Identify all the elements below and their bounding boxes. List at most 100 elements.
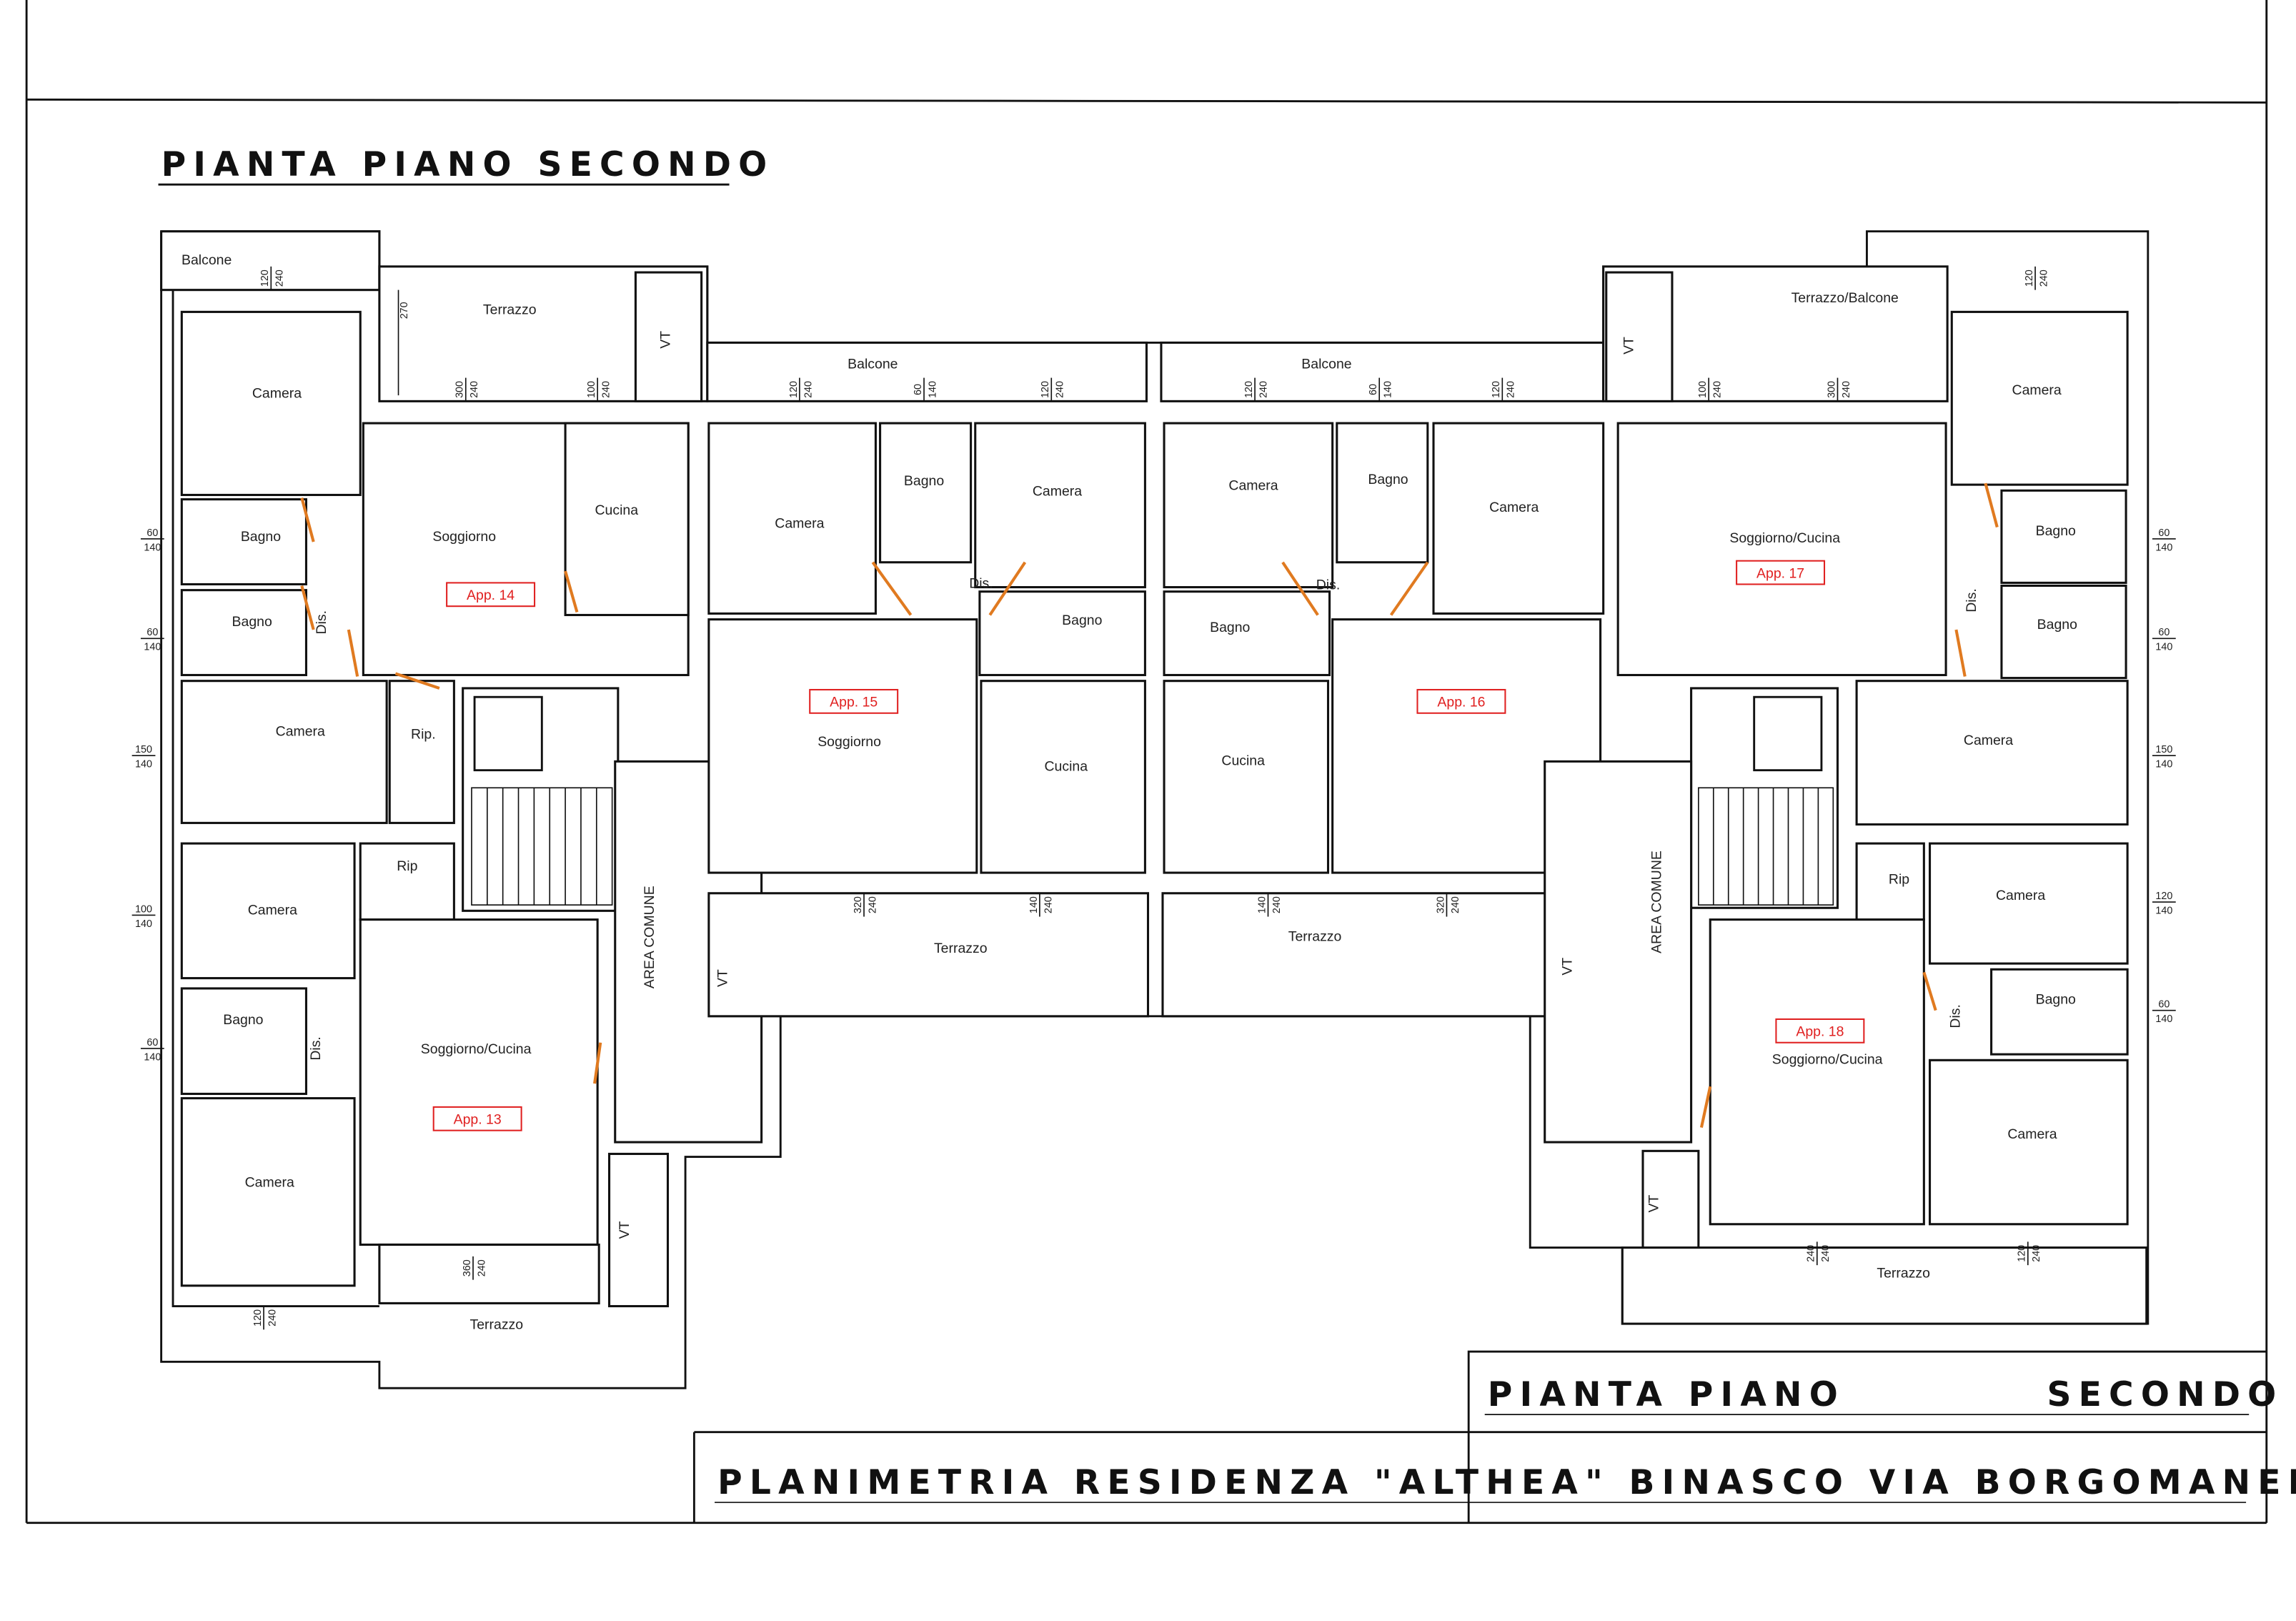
door-icon bbox=[564, 570, 579, 613]
sheet-frame bbox=[25, 0, 2268, 1525]
door-icon bbox=[1281, 561, 1319, 616]
room-label: Cucina bbox=[595, 502, 639, 518]
window-width: 120 bbox=[252, 1309, 264, 1327]
window-width: 60 bbox=[146, 527, 158, 539]
room-outline bbox=[608, 1152, 670, 1308]
room-label: Rip. bbox=[411, 727, 436, 743]
window-width: 140 bbox=[1028, 896, 1040, 913]
door-icon bbox=[394, 672, 440, 690]
room-label: Camera bbox=[2012, 382, 2062, 398]
room-label: Camera bbox=[2007, 1126, 2057, 1142]
door-icon bbox=[300, 497, 315, 542]
apartment-number: App. 14 bbox=[467, 588, 515, 603]
room-label: Camera bbox=[1996, 888, 2045, 903]
room-label: VT bbox=[617, 1221, 632, 1239]
room-outline bbox=[564, 422, 690, 617]
apartment-tag[interactable]: App. 14 bbox=[446, 582, 536, 608]
room-outline bbox=[1163, 422, 1334, 589]
apartment-tag[interactable]: App. 13 bbox=[432, 1106, 522, 1131]
elevator-icon bbox=[473, 695, 543, 772]
window-width: 60 bbox=[2158, 527, 2170, 539]
window-height: 240 bbox=[476, 1259, 487, 1277]
room-label: VT bbox=[1621, 337, 1637, 355]
room-outline bbox=[1163, 590, 1331, 677]
room-label: VT bbox=[1646, 1195, 1662, 1213]
window-width: 100 bbox=[1697, 381, 1709, 398]
window-height: 240 bbox=[1712, 381, 1724, 398]
window-height: 240 bbox=[1055, 381, 1066, 398]
window-width: 150 bbox=[2155, 744, 2172, 755]
window-width: 240 bbox=[1806, 1245, 1817, 1262]
apartment-tag[interactable]: App. 15 bbox=[809, 688, 899, 714]
door-icon bbox=[347, 629, 359, 677]
room-outline bbox=[359, 918, 599, 1246]
room-label: Terrazzo bbox=[469, 1317, 523, 1332]
room-outline bbox=[707, 422, 877, 615]
apartment-number: App. 15 bbox=[830, 695, 878, 710]
room-outline bbox=[180, 987, 307, 1095]
room-label: Bagno bbox=[904, 473, 944, 489]
room-label: Camera bbox=[252, 385, 302, 401]
room-label: Dis. bbox=[314, 610, 329, 635]
room-outline bbox=[2000, 584, 2127, 680]
window-width: 100 bbox=[135, 903, 152, 915]
window-width: 60 bbox=[2158, 627, 2170, 638]
room-labels: BalconeTerrazzoVTCameraBagnoBagnoSoggior… bbox=[182, 252, 2077, 1332]
room-label: Terrazzo bbox=[483, 302, 537, 317]
room-outline bbox=[1929, 1059, 2129, 1226]
window-height: 240 bbox=[1450, 896, 1461, 913]
apartment-tag[interactable]: App. 17 bbox=[1736, 560, 1826, 585]
apartment-number: App. 13 bbox=[454, 1111, 502, 1127]
room-label: Terrazzo/Balcone bbox=[1791, 290, 1899, 306]
window-height: 240 bbox=[802, 381, 814, 398]
room-label: Soggiorno/Cucina bbox=[1772, 1051, 1883, 1067]
apartment-tag[interactable]: App. 18 bbox=[1775, 1018, 1865, 1044]
window-width: 120 bbox=[788, 381, 800, 398]
room-label: Rip bbox=[1889, 871, 1909, 887]
room-outline bbox=[1855, 842, 1925, 921]
title-block: PIANTA PIANO SECONDO PLANIMETRIA RESIDEN… bbox=[692, 1350, 2296, 1523]
window-width: 60 bbox=[1368, 384, 1379, 395]
room-outline bbox=[707, 892, 1150, 1018]
window-height: 140 bbox=[1383, 381, 1394, 398]
door-icon bbox=[871, 561, 913, 616]
room-label: Rip bbox=[397, 858, 417, 874]
room-label: Camera bbox=[1033, 484, 1082, 500]
stair-icon bbox=[1698, 787, 1834, 906]
window-width: 120 bbox=[2024, 269, 2035, 287]
elevator-icon bbox=[1753, 695, 1823, 772]
room-outline bbox=[1336, 422, 1429, 564]
apartment-tag[interactable]: App. 16 bbox=[1416, 688, 1506, 714]
apartment-number: App. 18 bbox=[1796, 1024, 1844, 1040]
window-width: 60 bbox=[2158, 999, 2170, 1011]
room-outline bbox=[1641, 1149, 1700, 1249]
room-outline bbox=[980, 680, 1146, 874]
room-label: Camera bbox=[248, 902, 297, 918]
window-height: 240 bbox=[1258, 381, 1269, 398]
window-height: 140 bbox=[135, 759, 152, 770]
window-height: 240 bbox=[867, 896, 878, 913]
stair-icon bbox=[471, 787, 613, 906]
window-height: 140 bbox=[2155, 542, 2172, 553]
room-outline bbox=[1605, 271, 1674, 402]
window-width: 320 bbox=[853, 896, 864, 913]
window-width: 60 bbox=[146, 1037, 158, 1049]
window-height: 240 bbox=[1043, 896, 1054, 913]
door-icon bbox=[1954, 629, 1967, 677]
window-width: 120 bbox=[259, 269, 271, 287]
room-label: Bagno bbox=[241, 529, 281, 545]
window-width: 120 bbox=[1243, 381, 1255, 398]
